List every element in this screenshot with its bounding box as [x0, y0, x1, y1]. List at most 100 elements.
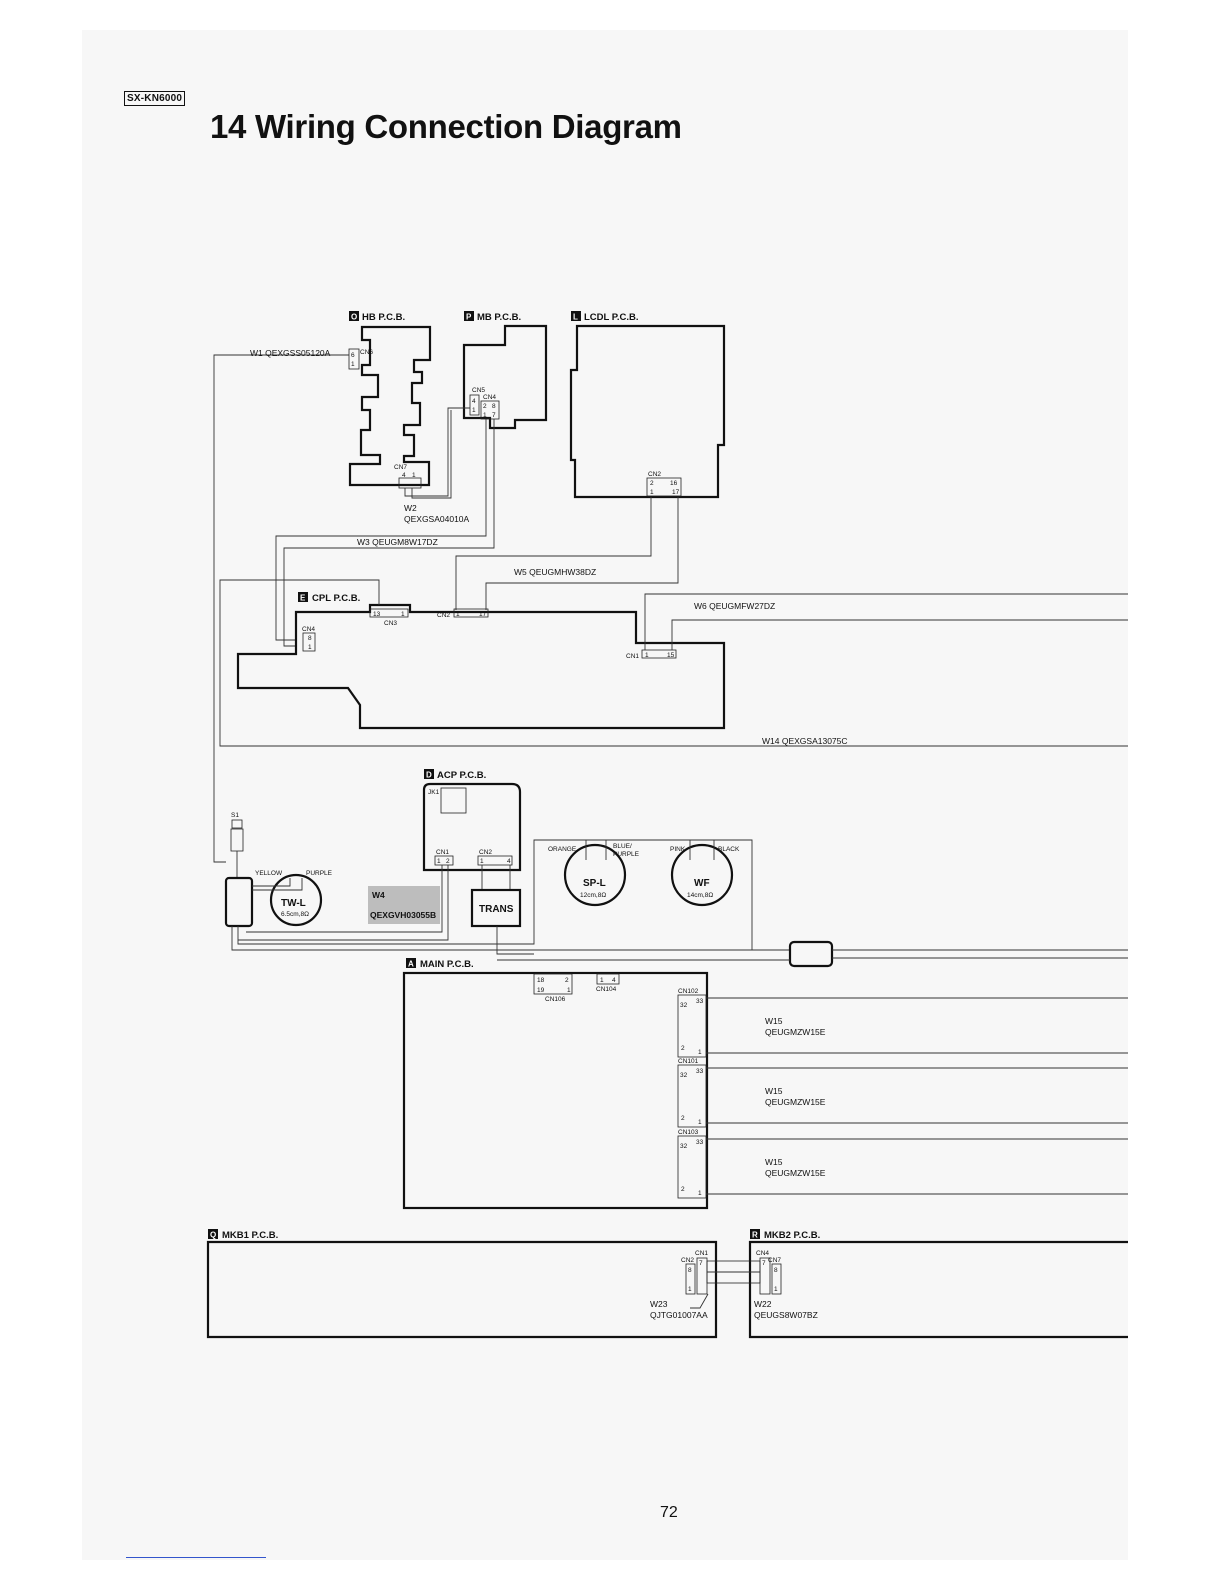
w15-b-name: W15 [765, 1086, 783, 1096]
cn102-pin-2: 2 [681, 1045, 685, 1052]
tw-l-wire-a: YELLOW [255, 870, 283, 877]
cn3-connector [369, 608, 409, 618]
w15-b-part: QEUGMZW15E [765, 1097, 826, 1107]
sp-l-wire-a: ORANGE [548, 846, 577, 853]
w4-highlight [368, 886, 440, 924]
mkb2-badge [750, 1229, 760, 1239]
cn7-hb-label: CN7 [394, 464, 407, 471]
cn7-hb-pin-b: 1 [412, 472, 416, 479]
wf-speaker [670, 843, 734, 907]
cn2-lcdl-label: CN2 [648, 471, 661, 478]
tw-l-speaker: TW-L 6.5cm,8Ω YELLOW PURPLE [252, 870, 333, 927]
cn7-hb-pin-a: 4 [402, 472, 406, 479]
cn2-lcdl-pin-d: 17 [672, 489, 680, 496]
w22-part: QEUGS8W07BZ [754, 1310, 818, 1320]
cn101-pin-33: 33 [696, 1068, 704, 1075]
cn103-pin-1: 1 [698, 1190, 702, 1197]
main-badge [406, 958, 416, 968]
tw-l-spec: 6.5cm,8Ω [281, 911, 309, 918]
w4-name: W4 [372, 890, 385, 900]
w4-part: QEXGVH03055B [370, 910, 436, 920]
cn2-cpl-pin-a: 1 [456, 611, 460, 618]
cn1-acp-connector [434, 855, 454, 866]
w15-c-name: W15 [765, 1157, 783, 1167]
acp-title: ACP P.C.B. [437, 770, 486, 781]
mkb1-title: MKB1 P.C.B. [222, 1230, 278, 1241]
hb-pcb: O HB P.C.B. 6 1 CN6 4 1 CN7 [348, 311, 432, 489]
w15-a-name: W15 [765, 1016, 783, 1026]
transformer: TRANS [470, 865, 534, 955]
cn101-label: CN101 [678, 1058, 699, 1065]
cn2-mkb1-label: CN2 [681, 1257, 694, 1264]
wf-name: WF [694, 878, 710, 889]
cn2-lcdl-pin-b: 16 [670, 480, 678, 487]
cpl-badge-letter: E [300, 594, 306, 603]
mkb1-badge-letter: Q [210, 1231, 216, 1240]
cn1-cpl-label: CN1 [626, 653, 639, 660]
lcdl-badge-letter: L [573, 313, 578, 322]
main-pcb: A MAIN P.C.B. 18 2 19 1 CN106 1 4 CN104 … [402, 958, 709, 1210]
cn103-label: CN103 [678, 1129, 699, 1136]
cn2-cpl-connector [453, 608, 489, 618]
trans-label: TRANS [479, 904, 514, 915]
lcdl-pcb: L LCDL P.C.B. 2 16 1 17 CN2 [569, 311, 726, 499]
cn4-cpl-label: CN4 [302, 626, 315, 633]
cn102-pin-1: 1 [698, 1049, 702, 1056]
mkb1-badge [208, 1229, 218, 1239]
cn1-acp-label: CN1 [436, 849, 449, 856]
cn4-cpl-pin-b: 1 [308, 644, 312, 651]
cn106-pin-a: 18 [537, 977, 545, 984]
mb-badge [464, 311, 474, 321]
cn4-mkb2-label: CN4 [756, 1250, 769, 1257]
w15-a-part: QEUGMZW15E [765, 1027, 826, 1037]
cn102-connector [677, 994, 707, 1058]
cn106-pin-c: 19 [537, 987, 545, 994]
cn6-pin-b: 1 [351, 361, 355, 368]
w5-label: W5 QEUGMHW38DZ [514, 567, 596, 577]
cn103-pin-2: 2 [681, 1186, 685, 1193]
mkb2-title: MKB2 P.C.B. [764, 1230, 820, 1241]
cpl-title: CPL P.C.B. [312, 593, 360, 604]
mkb2-pcb: R MKB2 P.C.B. CN4 7 CN7 8 1 W22 QEUGS8W0… [748, 1229, 1128, 1339]
cn5-pin-a: 4 [472, 398, 476, 405]
cn101-pin-2: 2 [681, 1115, 685, 1122]
s1-switch: S1 [224, 812, 790, 951]
lcdl-badge [571, 311, 581, 321]
ferrite-core [497, 940, 1128, 968]
cn102-label: CN102 [678, 988, 699, 995]
cn6-label: CN6 [360, 349, 373, 356]
model-tag: SX-KN6000 [124, 91, 186, 106]
hb-title: HB P.C.B. [362, 312, 405, 323]
jk1-jack [440, 787, 467, 814]
cn4-cpl-connector [302, 632, 316, 652]
sp-l-name: SP-L [583, 878, 606, 889]
page-title: 14 Wiring Connection Diagram [210, 108, 682, 145]
cn3-pin-b: 1 [401, 611, 405, 618]
cn106-pin-d: 1 [567, 987, 571, 994]
cn104-connector [596, 973, 620, 985]
mkb2-badge-letter: R [752, 1231, 758, 1240]
cn2-cpl-pin-b: 17 [479, 611, 487, 618]
page-number: 72 [660, 1504, 678, 1521]
sp-l-spec: 12cm,8Ω [580, 892, 606, 899]
cn7-mkb2-connector [771, 1263, 782, 1295]
cn5-pin-b: 1 [472, 407, 476, 414]
cn2-acp-pin-b: 4 [507, 858, 511, 865]
mb-pcb: P MB P.C.B. 4 1 CN5 2 8 1 7 CN4 [462, 311, 548, 430]
mb-badge-letter: P [466, 313, 472, 322]
cn102-pin-33: 33 [696, 998, 704, 1005]
cn1-cpl-pin-b: 15 [667, 652, 675, 659]
cn106-label: CN106 [545, 996, 566, 1003]
cn3-pin-a: 13 [373, 611, 381, 618]
sp-l-speaker [563, 843, 627, 907]
jk1-label: JK1 [428, 789, 440, 796]
cn104-label: CN104 [596, 986, 617, 993]
cn7-mkb2-label: CN7 [768, 1257, 781, 1264]
sp-l-wire-b2: PURPLE [613, 851, 640, 858]
cn2-mkb1-pin-1: 1 [688, 1286, 692, 1293]
cn4-mb-pin-a: 2 [483, 403, 487, 410]
s1-label: S1 [231, 812, 239, 819]
w15-c-part: QEUGMZW15E [765, 1168, 826, 1178]
cn1-cpl-pin-a: 1 [645, 652, 649, 659]
cn106-connector [533, 973, 573, 995]
